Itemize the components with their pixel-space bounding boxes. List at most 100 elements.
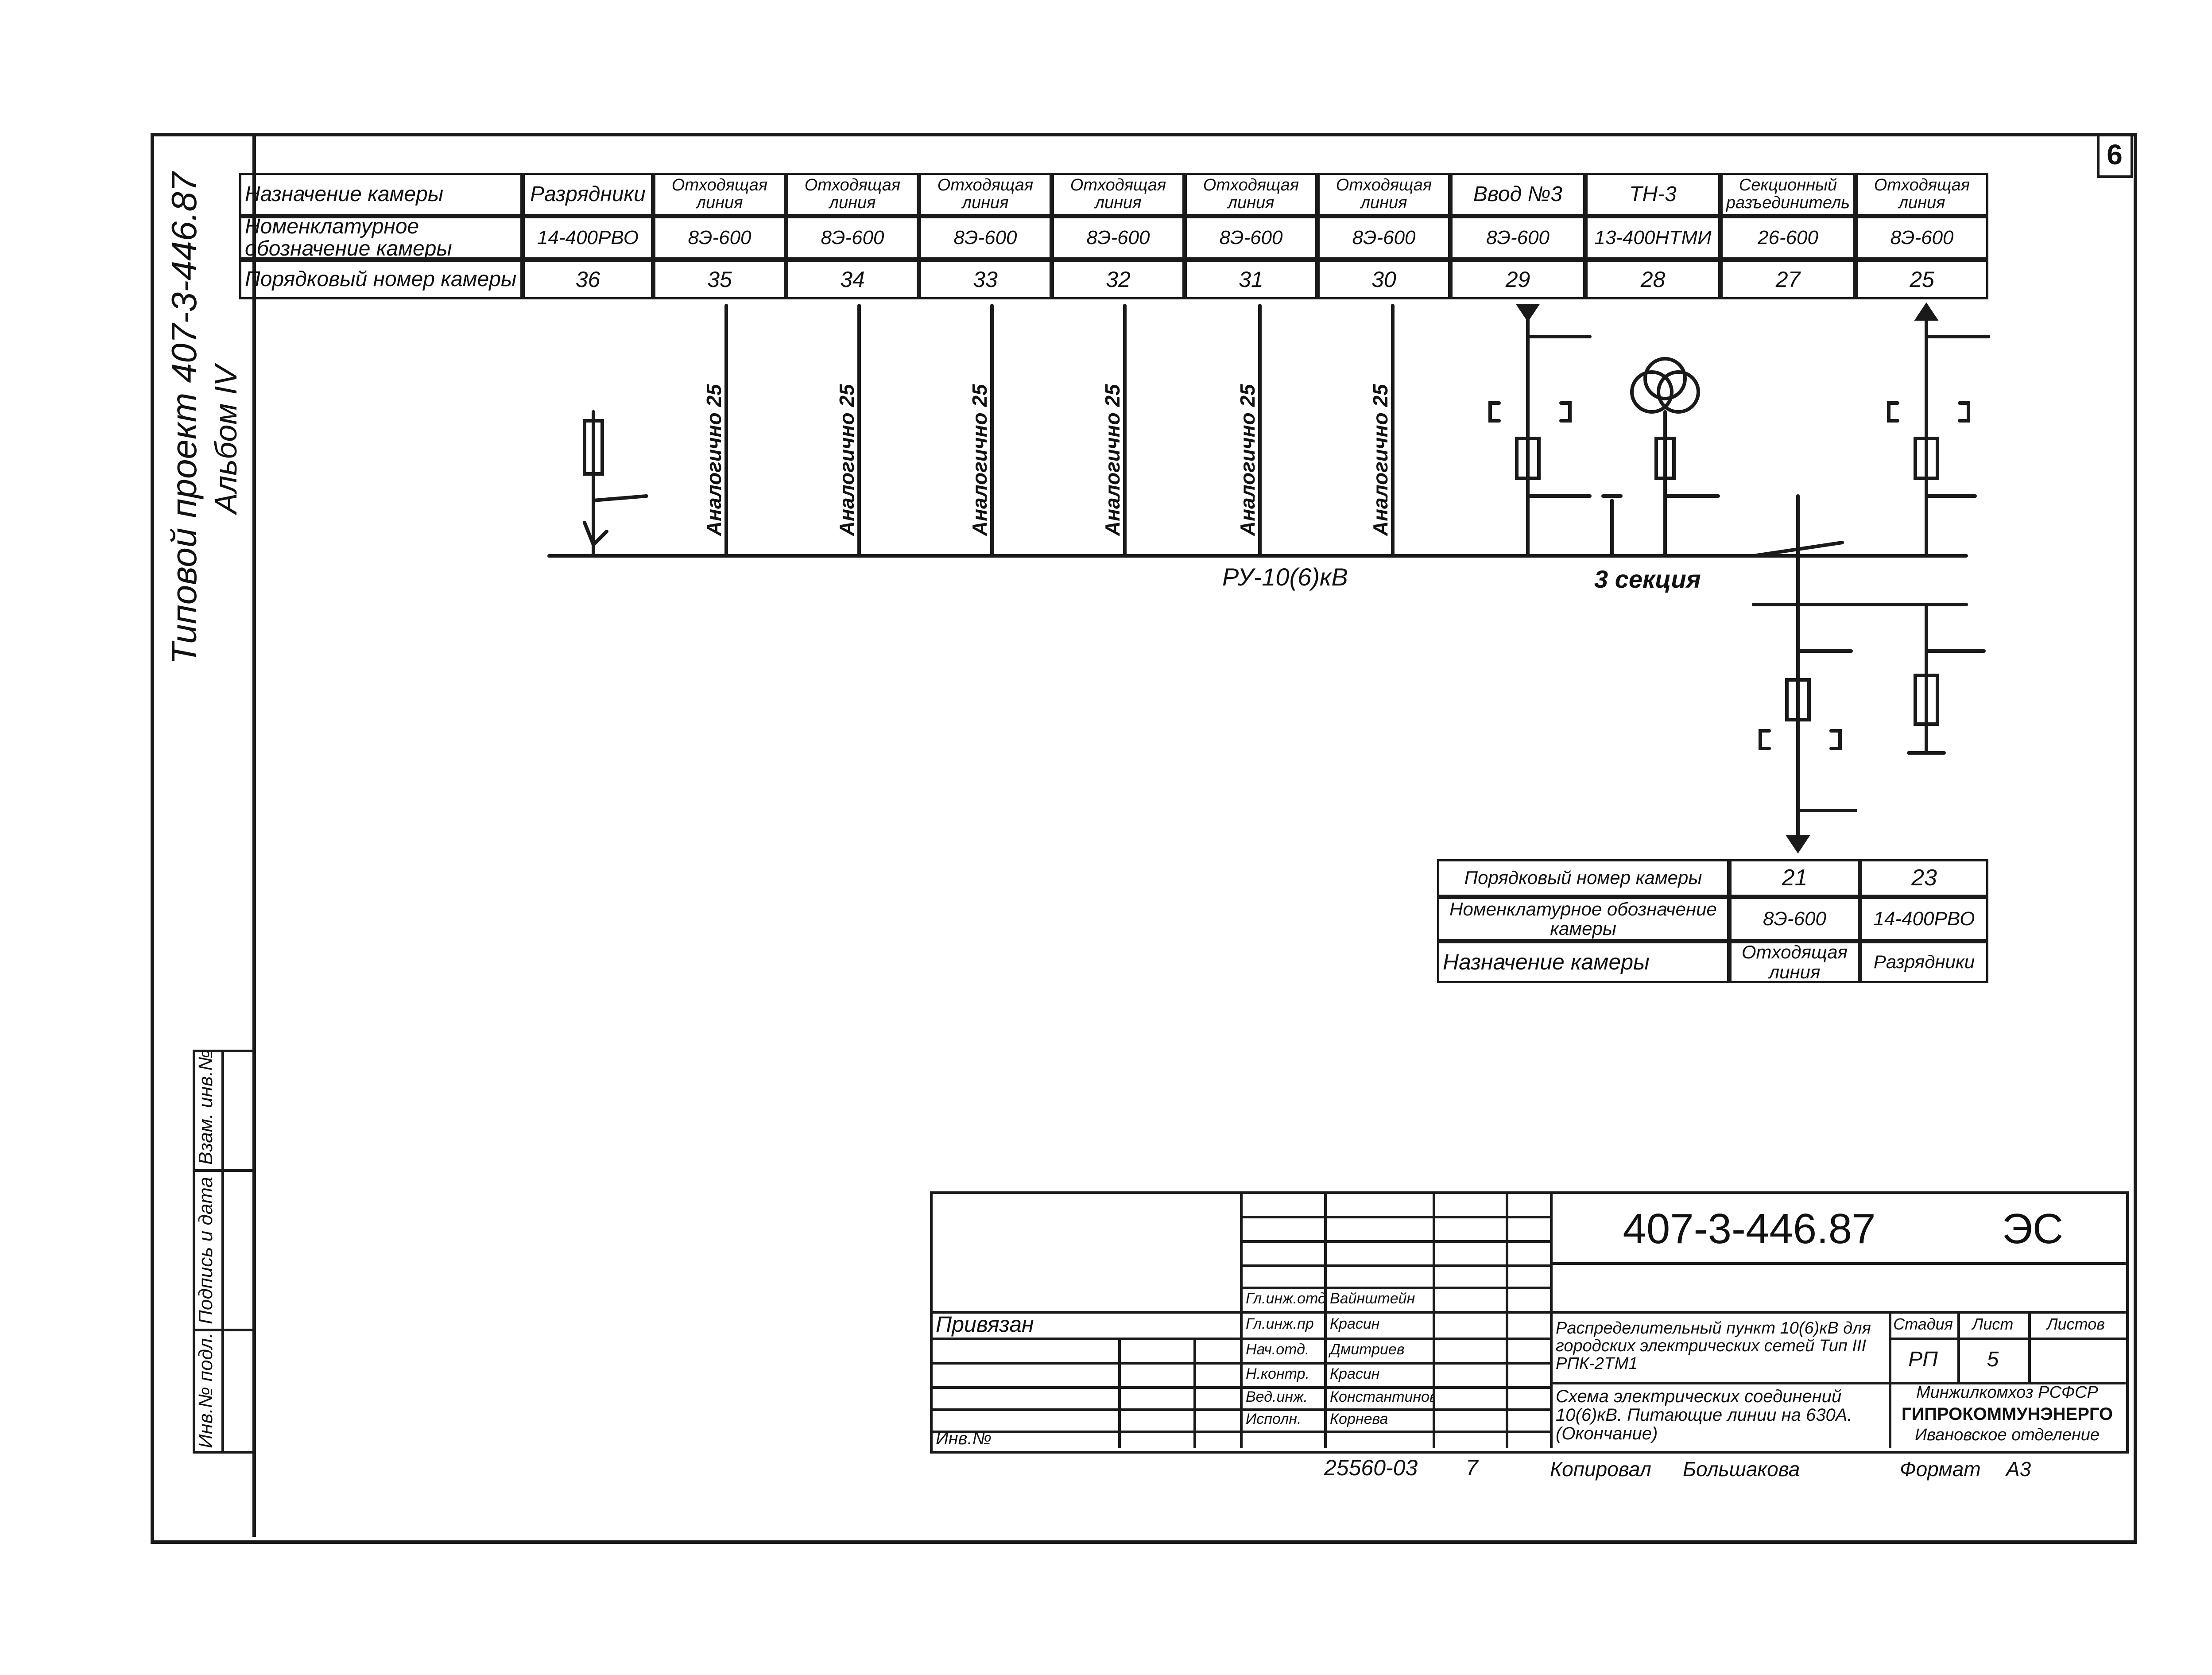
ct-29 bbox=[1488, 401, 1572, 423]
sheet-label: Лист bbox=[1972, 1315, 2014, 1334]
tb-line bbox=[1433, 1191, 1435, 1448]
top-table-purpose: Отходящая линия bbox=[1052, 173, 1185, 216]
tb-line bbox=[930, 1362, 1550, 1365]
sheet-number-box bbox=[2097, 133, 2133, 178]
top-table-code: 8Э-600 bbox=[1052, 216, 1185, 260]
tb-line bbox=[1550, 1382, 2126, 1384]
top-table-number: 35 bbox=[653, 260, 786, 299]
bottom-table-row-header: Номенклатурное обозначение камеры bbox=[1437, 897, 1729, 941]
signer-name: Вайнштейн bbox=[1330, 1290, 1415, 1307]
top-table-code: 8Э-600 bbox=[919, 216, 1052, 260]
tb-line bbox=[1240, 1191, 1243, 1448]
left-margin-divider bbox=[221, 1050, 224, 1453]
tb-line bbox=[1506, 1191, 1508, 1448]
top-table-purpose: ТН-3 bbox=[1585, 173, 1720, 216]
signer-name: Красин bbox=[1330, 1365, 1380, 1382]
top-table-number: 31 bbox=[1185, 260, 1317, 299]
top-table-number: 34 bbox=[786, 260, 919, 299]
signer-role: Гл.инж.пр bbox=[1246, 1315, 1314, 1333]
tb-line bbox=[1889, 1338, 2128, 1340]
drawing-frame bbox=[151, 133, 2137, 1544]
vt-fuse-28 bbox=[1654, 437, 1676, 480]
vt-winding-1 bbox=[1643, 357, 1687, 400]
format-label: Формат bbox=[1900, 1458, 1981, 1481]
signer-role: Исполн. bbox=[1246, 1411, 1302, 1428]
archive-number: 25560-03 bbox=[1324, 1455, 1418, 1480]
sheets-label: Листов bbox=[2046, 1315, 2105, 1334]
section-label: 3 секция bbox=[1594, 565, 1701, 593]
tb-line bbox=[1240, 1240, 1550, 1243]
top-table-number: 33 bbox=[919, 260, 1052, 299]
top-table-number: 27 bbox=[1720, 260, 1856, 299]
archive-number-suffix: 7 bbox=[1466, 1455, 1478, 1480]
top-table-code: 8Э-600 bbox=[1450, 216, 1585, 260]
tb-line bbox=[930, 1338, 1550, 1340]
tb-line bbox=[1889, 1311, 1891, 1448]
top-table-code: 26-600 bbox=[1720, 216, 1856, 260]
top-table-purpose: Отходящая линия bbox=[919, 173, 1052, 216]
vt-winding-2 bbox=[1630, 370, 1674, 414]
signer-name: Красин bbox=[1330, 1315, 1380, 1333]
top-table-purpose: Разрядники bbox=[523, 173, 653, 216]
sheet-number: 6 bbox=[2107, 139, 2123, 171]
top-table-code: 8Э-600 bbox=[653, 216, 786, 260]
bottom-table-number: 21 bbox=[1729, 859, 1860, 897]
top-table-number: 29 bbox=[1450, 260, 1585, 299]
feeder-arrow-21 bbox=[1786, 835, 1810, 854]
stage-label: Стадия bbox=[1893, 1315, 1953, 1334]
tb-line bbox=[930, 1311, 1550, 1314]
org-line-2: ГИПРОКОММУНЭНЕРГО bbox=[1901, 1404, 2113, 1424]
left-margin-row-2 bbox=[193, 1329, 255, 1331]
signer-name: Константинов bbox=[1330, 1388, 1433, 1406]
tb-line bbox=[930, 1408, 1550, 1411]
left-margin-table bbox=[193, 1050, 256, 1454]
signer-role: Вед.инж. bbox=[1246, 1388, 1308, 1406]
signer-name: Дмитриев bbox=[1330, 1341, 1405, 1358]
top-table-number: 36 bbox=[523, 260, 653, 299]
bottom-table-code: 8Э-600 bbox=[1729, 897, 1860, 941]
ct-25 bbox=[1887, 401, 1970, 423]
top-table-code: 8Э-600 bbox=[1856, 216, 1988, 260]
feeder-arrow-25 bbox=[1914, 302, 1939, 321]
inner-frame-right bbox=[252, 133, 2134, 1537]
vt-winding-3 bbox=[1657, 370, 1700, 414]
top-table-number: 30 bbox=[1317, 260, 1450, 299]
breaker-25 bbox=[1914, 437, 1939, 480]
tb-line bbox=[1240, 1216, 1550, 1218]
feeder-label: Аналогично 25 bbox=[702, 384, 725, 536]
inv-no-label: Инв.№ bbox=[936, 1428, 992, 1448]
top-table-row-header: Номенклатурное обозначение камеры bbox=[239, 216, 523, 260]
signer-role: Гл.инж.отд bbox=[1246, 1290, 1324, 1307]
tb-line bbox=[1957, 1311, 1960, 1382]
tb-line bbox=[1550, 1311, 2126, 1314]
org-line-3: Ивановское отделение bbox=[1914, 1426, 2100, 1445]
doc-mark: ЭС bbox=[2002, 1205, 2064, 1252]
feeder-label: Аналогично 25 bbox=[1369, 384, 1392, 536]
sectional-disconnector bbox=[1752, 541, 1844, 558]
earth-switch-36 bbox=[592, 494, 648, 502]
top-table-purpose: Секционный разъединитель bbox=[1720, 173, 1856, 216]
top-table-number: 28 bbox=[1585, 260, 1720, 299]
signer-role: Нач.отд. bbox=[1246, 1341, 1309, 1358]
project-title: Распределительный пункт 10(6)кВ для горо… bbox=[1556, 1319, 1871, 1373]
top-table-purpose: Отходящая линия bbox=[1317, 173, 1450, 216]
disconnector-36 bbox=[583, 521, 608, 548]
breaker-21 bbox=[1785, 678, 1811, 721]
top-table-code: 8Э-600 bbox=[1317, 216, 1450, 260]
breaker-29 bbox=[1515, 437, 1541, 480]
arrester-23 bbox=[1914, 674, 1939, 726]
top-table-purpose: Отходящая линия bbox=[1185, 173, 1317, 216]
feeder-label: Аналогично 25 bbox=[1101, 384, 1124, 536]
bottom-table-purpose: Отходящая линия bbox=[1729, 941, 1860, 983]
signer-role: Н.контр. bbox=[1246, 1365, 1309, 1382]
tb-line bbox=[930, 1386, 1550, 1389]
top-table-code: 8Э-600 bbox=[1185, 216, 1317, 260]
tb-line bbox=[1118, 1338, 1121, 1448]
copier-name: Большакова bbox=[1683, 1458, 1800, 1481]
bottom-table-row-header: Назначение камеры bbox=[1437, 941, 1729, 983]
tb-line bbox=[1550, 1262, 2126, 1265]
tb-line bbox=[1240, 1287, 1550, 1289]
tb-line bbox=[1550, 1191, 1553, 1448]
bottom-table-row-header: Порядковый номер камеры bbox=[1437, 859, 1729, 897]
